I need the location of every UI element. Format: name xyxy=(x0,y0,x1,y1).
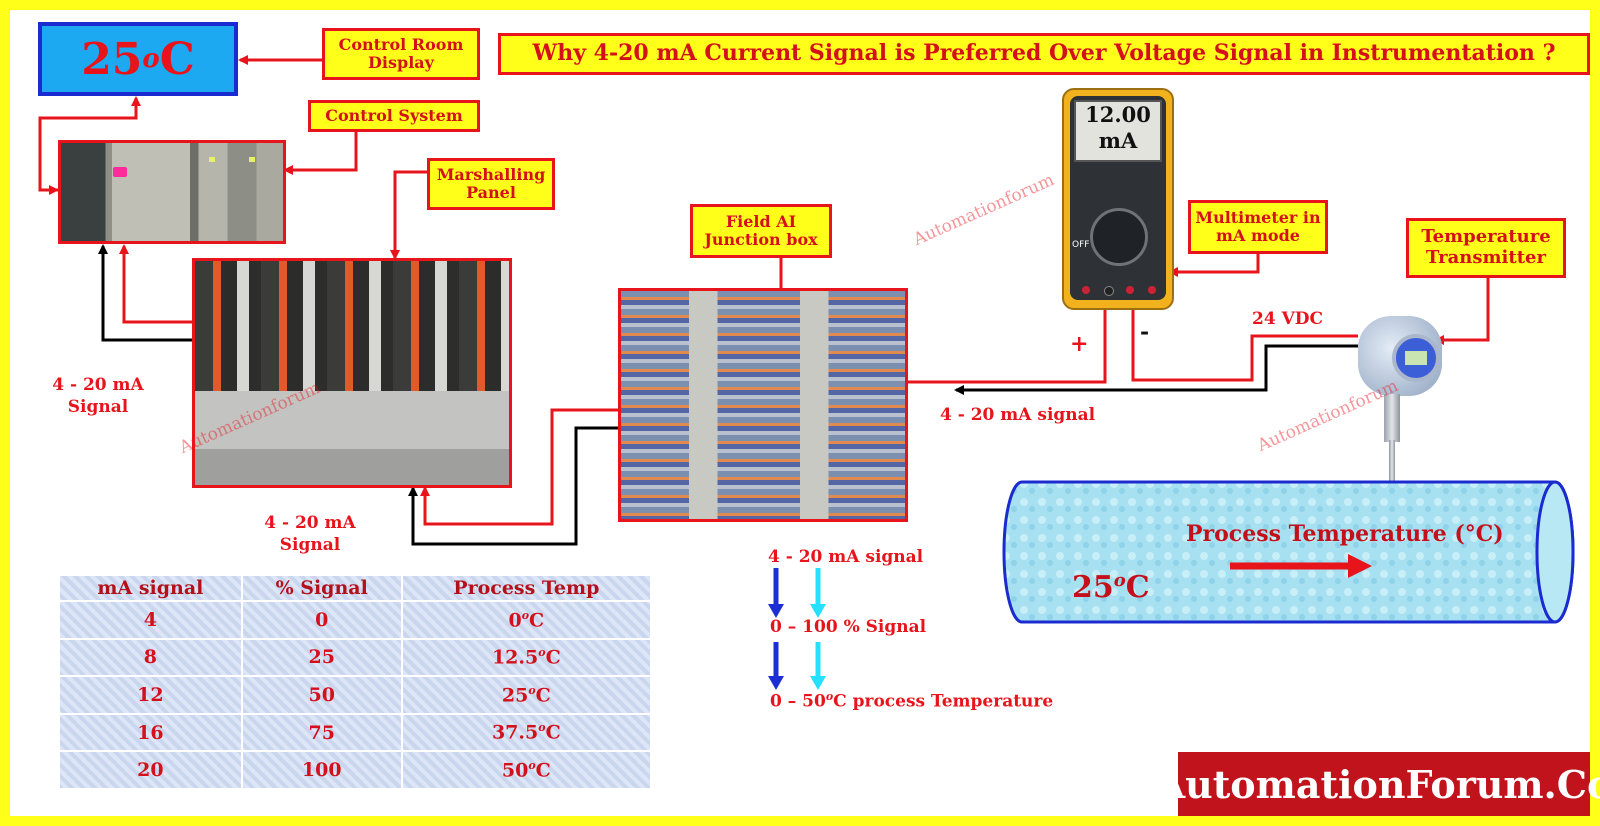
plc-status-led xyxy=(113,167,127,177)
multimeter: 12.00 mA OFF xyxy=(1062,88,1174,310)
conversion-line-percent: 0 – 100 % Signal xyxy=(770,617,927,637)
process-temperature-value: 25oC xyxy=(1072,570,1150,605)
field-junction-box-image xyxy=(618,288,908,522)
transmitter-neck xyxy=(1384,394,1400,442)
process-pipe xyxy=(1002,480,1575,624)
table-cell: 4 xyxy=(58,600,243,640)
multimeter-screen: 12.00 mA xyxy=(1074,100,1162,162)
signal-label-left: 4 - 20 mA Signal xyxy=(52,375,144,418)
table-cell: 25oC xyxy=(400,675,653,715)
supply-voltage-label: 24 VDC xyxy=(1252,309,1324,329)
multimeter-reading: 12.00 xyxy=(1085,102,1151,127)
plc-status-led xyxy=(209,157,215,162)
signal-conversion-table: mA signal % Signal Process Temp 4 0 0oC … xyxy=(58,574,653,790)
table-cell: 8 xyxy=(58,637,243,678)
label-marshalling-panel: Marshalling Panel xyxy=(427,158,555,210)
multimeter-jack[interactable] xyxy=(1104,286,1114,296)
table-cell: 50oC xyxy=(400,750,653,790)
table-cell: 0oC xyxy=(400,600,653,640)
brand-logo: AutomationForum.Co xyxy=(1156,752,1600,816)
label-temperature-transmitter: Temperature Transmitter xyxy=(1406,218,1566,278)
table-cell: 25 xyxy=(240,637,403,678)
multimeter-dial[interactable] xyxy=(1090,208,1148,266)
page-title: Why 4-20 mA Current Signal is Preferred … xyxy=(498,33,1590,75)
multimeter-jack[interactable] xyxy=(1082,286,1090,294)
conversion-line-temperature: 0 – 50oC process Temperature xyxy=(770,690,1054,712)
label-multimeter-mode: Multimeter in mA mode xyxy=(1188,200,1328,254)
conversion-line-ma: 4 - 20 mA signal xyxy=(768,547,924,567)
table-row: 8 25 12.5oC xyxy=(58,637,653,678)
process-temperature-label: Process Temperature (°C) xyxy=(1186,521,1504,547)
multimeter-unit: mA xyxy=(1098,128,1138,154)
label-field-ai-junction-box: Field AI Junction box xyxy=(690,204,832,258)
table-cell: 75 xyxy=(240,712,403,753)
table-header-row: mA signal % Signal Process Temp xyxy=(58,574,653,602)
table-cell: 16 xyxy=(58,712,243,753)
table-row: 12 50 25oC xyxy=(58,675,653,715)
table-row: 4 0 0oC xyxy=(58,600,653,640)
transmitter-display xyxy=(1392,334,1440,382)
signal-label-right: 4 - 20 mA signal xyxy=(940,405,1096,425)
table-row: 16 75 37.5oC xyxy=(58,712,653,753)
table-cell: 12 xyxy=(58,675,243,715)
table-cell: 100 xyxy=(240,750,403,790)
table-cell: 37.5oC xyxy=(400,712,653,753)
table-cell: 50 xyxy=(240,675,403,715)
display-unit: C xyxy=(159,33,195,85)
label-control-system: Control System xyxy=(308,100,480,132)
signal-label-bottom: 4 - 20 mA Signal xyxy=(264,513,356,556)
display-value: 25 xyxy=(81,33,143,85)
table-header: % Signal xyxy=(240,574,403,602)
terminal-plus-label: + xyxy=(1070,331,1089,357)
multimeter-jack[interactable] xyxy=(1126,286,1134,294)
multimeter-jack[interactable] xyxy=(1148,286,1156,294)
plc-status-led xyxy=(249,157,255,162)
multimeter-off-label: OFF xyxy=(1072,240,1090,250)
table-cell: 0 xyxy=(240,600,403,640)
table-cell: 20 xyxy=(58,750,243,790)
table-header: Process Temp xyxy=(400,574,653,602)
control-system-plc-image xyxy=(58,140,286,244)
table-cell: 12.5oC xyxy=(400,637,653,678)
label-control-room-display: Control Room Display xyxy=(322,28,480,80)
table-row: 20 100 50oC xyxy=(58,750,653,790)
marshalling-panel-image xyxy=(192,258,512,488)
terminal-minus-label: - xyxy=(1140,319,1150,345)
table-header: mA signal xyxy=(58,574,243,602)
